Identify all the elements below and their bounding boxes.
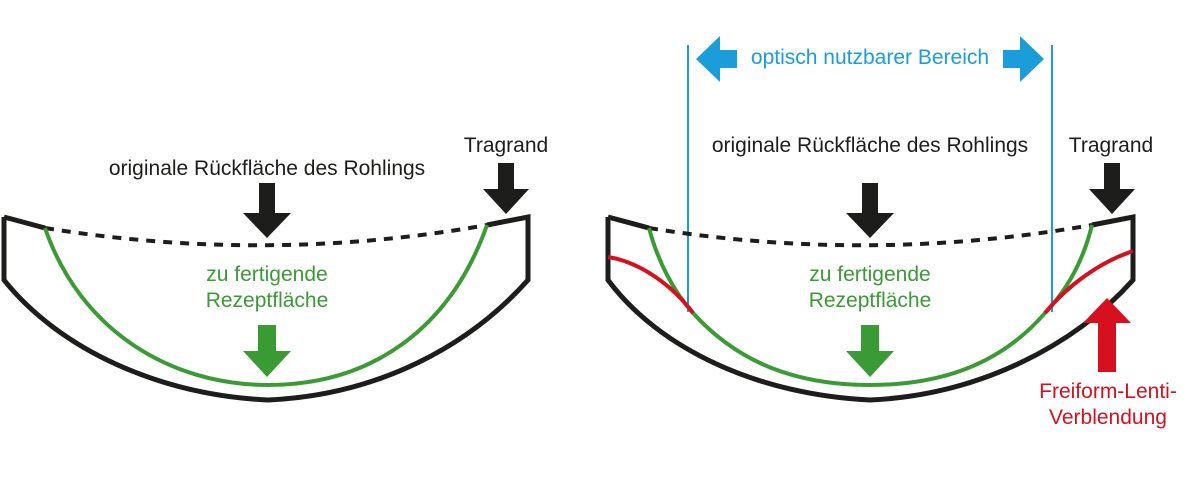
lenticular-label-line2: Verblendung bbox=[1049, 406, 1167, 429]
left-original-back-surface-dashed bbox=[44, 223, 488, 248]
right-original-surface-arrow-icon bbox=[846, 183, 894, 238]
left-original-back-surface-label: originale Rückfläche des Rohlings bbox=[109, 157, 425, 180]
left-support-rim-label: Tragrand bbox=[464, 134, 548, 157]
left-lens-blank-outline bbox=[1, 213, 531, 403]
right-prescription-arrow-icon bbox=[846, 325, 894, 377]
left-support-rim-arrow-icon bbox=[483, 163, 529, 214]
right-panel: optisch nutzbarer Bereich originale Rück… bbox=[605, 36, 1177, 429]
usable-zone-arrow-left-icon bbox=[696, 36, 737, 82]
left-prescription-surface-curve bbox=[43, 224, 489, 388]
right-original-back-surface-label: originale Rückfläche des Rohlings bbox=[712, 134, 1028, 157]
usable-zone-arrow-right-icon bbox=[1003, 36, 1044, 82]
left-original-surface-arrow-icon bbox=[243, 183, 291, 238]
right-prescription-surface-label-line1: zu fertigende bbox=[809, 263, 930, 286]
left-panel: originale Rückfläche des Rohlings Tragra… bbox=[1, 134, 548, 403]
right-support-rim-label: Tragrand bbox=[1069, 134, 1153, 157]
right-lenticular-blend-left bbox=[607, 255, 695, 315]
usable-zone-label: optisch nutzbarer Bereich bbox=[751, 46, 989, 69]
lenticular-label-line1: Freiform-Lenti- bbox=[1039, 380, 1177, 403]
right-prescription-surface-label-line2: Rezeptfläche bbox=[809, 289, 932, 312]
left-prescription-surface-label-line2: Rezeptfläche bbox=[206, 289, 329, 312]
right-blank-edge-left bbox=[607, 214, 650, 231]
left-prescription-surface-label-line1: zu fertigende bbox=[206, 263, 327, 286]
left-blank-edge-left bbox=[3, 214, 46, 231]
right-support-rim-arrow-icon bbox=[1089, 163, 1135, 214]
left-prescription-arrow-icon bbox=[243, 325, 291, 377]
right-original-back-surface-dashed bbox=[648, 223, 1093, 248]
right-lenticular-blend-right bbox=[1043, 249, 1134, 315]
lenticular-arrow-icon bbox=[1083, 298, 1131, 372]
